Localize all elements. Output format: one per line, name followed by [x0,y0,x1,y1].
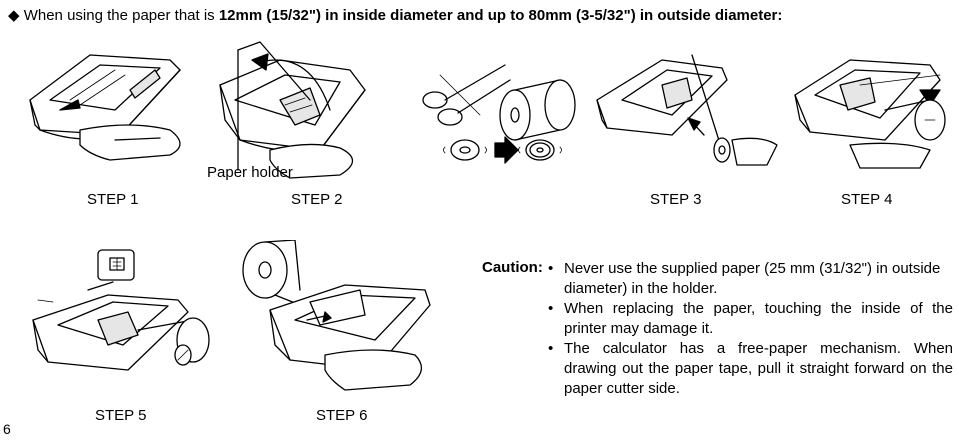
instruction-heading: ◆ When using the paper that is 12mm (15/… [8,6,782,24]
diamond-bullet-icon: ◆ [8,7,20,24]
heading-prefix: When using the paper that is [23,7,219,24]
step-5-label: STEP 5 [95,407,147,424]
step-1-label: STEP 1 [87,191,139,208]
step-3-calculator-illustration [596,54,778,166]
step-4-illustration [794,59,946,169]
step-6-label: STEP 6 [316,407,368,424]
step-5-illustration [32,249,210,371]
step-2-label: STEP 2 [291,191,343,208]
step-4-label: STEP 4 [841,191,893,208]
page-number: 6 [3,421,11,437]
caution-item: When replacing the paper, touching the i… [548,299,953,339]
caution-item: The calculator has a free-paper mechanis… [548,339,953,399]
caution-title: Caution: [482,259,543,276]
step-3-illustration [422,64,576,164]
caution-list: Never use the supplied paper (25 mm (31/… [548,259,953,399]
paper-holder-label: Paper holder [207,164,293,181]
step-6-illustration [242,240,431,391]
caution-item: Never use the supplied paper (25 mm (31/… [548,259,953,299]
heading-text: 12mm (15/32") in inside diameter and up … [218,7,783,24]
step-3-label: STEP 3 [650,191,702,208]
step-1-2-illustration [29,41,366,179]
